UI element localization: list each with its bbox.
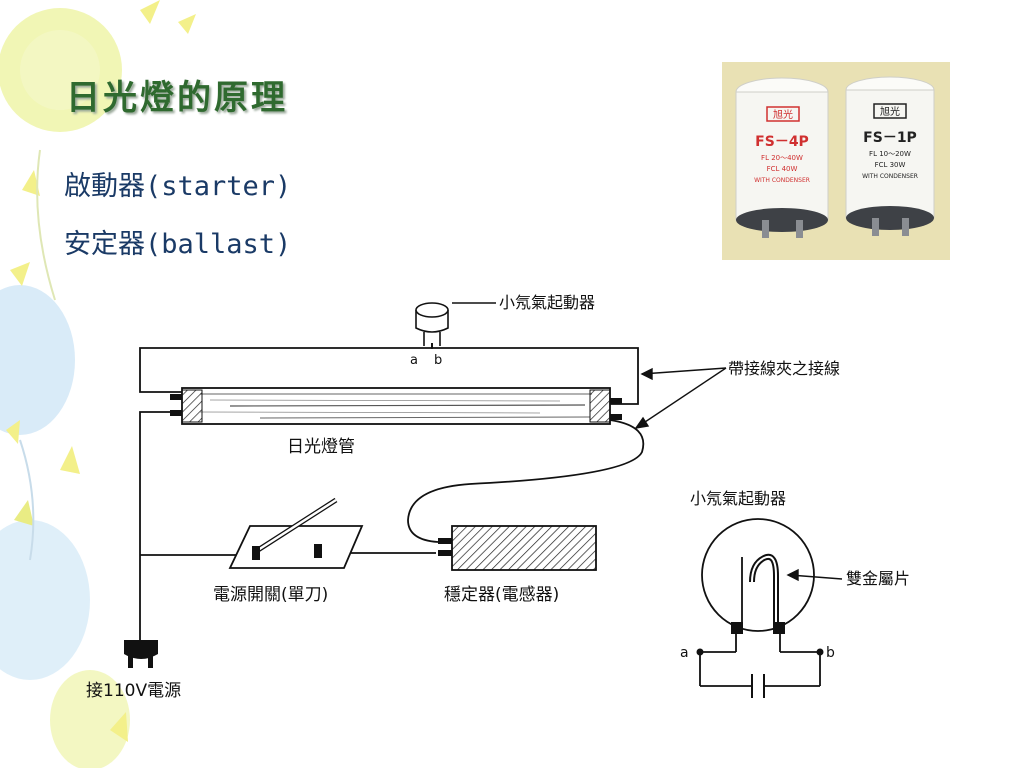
left-brand: 旭光 — [773, 108, 793, 121]
bimetal-label: 雙金屬片 — [846, 569, 910, 588]
starter-label: 小氖氣起動器 — [499, 293, 595, 312]
starter-terminal-a: a — [410, 353, 418, 368]
circuit-wiring — [139, 343, 645, 640]
starter-detail — [699, 518, 821, 698]
left-line3: WITH CONDENSER — [754, 177, 810, 184]
bullet-starter: 啟動器(starter) — [64, 171, 292, 202]
detail-electrode-left — [731, 622, 743, 634]
clip-wire-pointers — [634, 367, 727, 429]
ballast-label: 穩定器(電感器) — [444, 585, 559, 605]
detail-electrode-right — [773, 622, 785, 634]
starter-terminal-b: b — [434, 353, 442, 368]
right-line2: FCL 30W — [875, 161, 906, 169]
bullet-ballast: 安定器(ballast) — [64, 229, 292, 260]
right-line1: FL 10～20W — [869, 150, 911, 158]
detail-node-b — [816, 648, 824, 656]
left-model: FS－4P — [755, 134, 809, 150]
tube-label: 日光燈管 — [287, 437, 355, 457]
starter-photo: 旭光 FS－4P FL 20～40W FCL 40W WITH CONDENSE… — [722, 62, 950, 260]
detail-title: 小氖氣起動器 — [690, 489, 786, 508]
starter-can-right: 旭光 FS－1P FL 10～20W FCL 30W WITH CONDENSE… — [845, 76, 935, 236]
detail-terminal-b: b — [826, 645, 835, 661]
power-label: 接110V電源 — [86, 681, 181, 701]
ballast-inductor — [438, 525, 597, 571]
right-model: FS－1P — [863, 130, 917, 146]
fluorescent-tube — [170, 387, 622, 425]
clip-wire-label: 帶接線夾之接線 — [728, 359, 840, 378]
bimetal-pointer — [786, 568, 843, 582]
right-line3: WITH CONDENSER — [862, 173, 918, 180]
left-line1: FL 20～40W — [761, 154, 803, 162]
switch-label: 電源開關(單刀) — [213, 585, 328, 605]
power-switch — [228, 497, 364, 569]
detail-node-a — [696, 648, 704, 656]
neon-starter — [415, 302, 449, 346]
circuit-diagram: 小氖氣起動器 a b 帶接線夾之接線 日光燈管 電源開關(單刀) — [86, 293, 910, 701]
detail-terminal-a: a — [680, 645, 689, 661]
right-brand: 旭光 — [880, 105, 900, 118]
starter-can-left: 旭光 FS－4P FL 20～40W FCL 40W WITH CONDENSE… — [735, 77, 829, 238]
power-plug — [124, 640, 158, 668]
left-line2: FCL 40W — [767, 165, 798, 173]
slide-title: 日光燈的原理 — [66, 78, 288, 118]
